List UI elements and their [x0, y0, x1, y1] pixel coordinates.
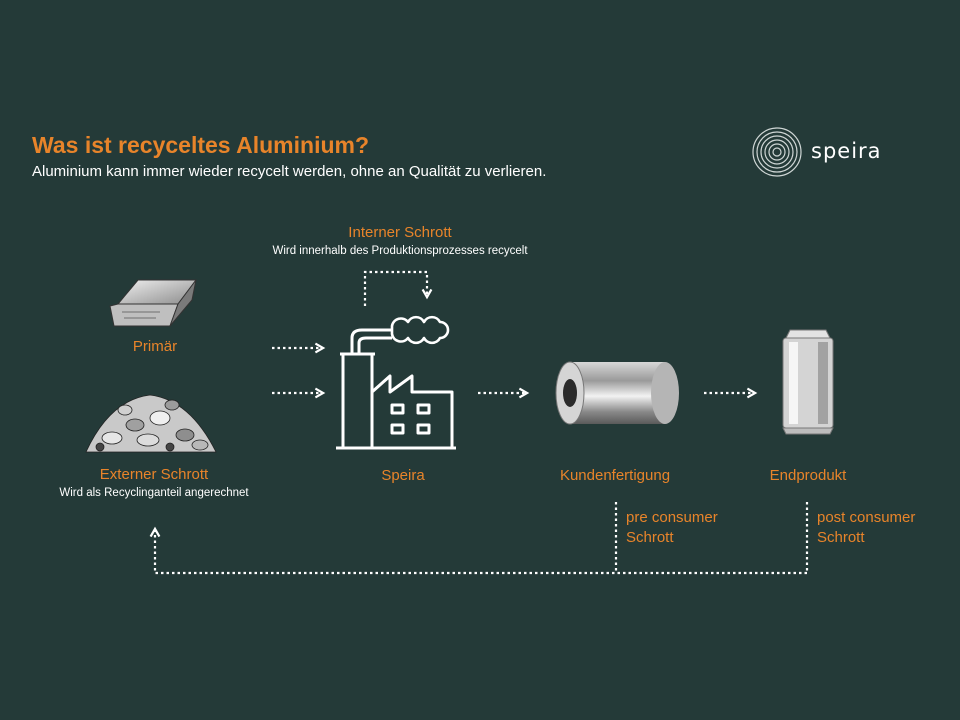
label-kundenfertigung: Kundenfertigung — [559, 467, 671, 484]
label-post-consumer-line1: post consumer — [817, 509, 916, 526]
speira-logo-text: speira — [811, 139, 882, 163]
sublabel-externer-schrott: Wird als Recyclinganteil angerechnet — [59, 487, 249, 499]
label-pre-consumer-line2: Schrott — [626, 529, 674, 546]
label-endprodukt: Endprodukt — [769, 467, 847, 484]
speira-logo-icon — [752, 127, 802, 177]
label-interner-schrott: Interner Schrott — [348, 224, 452, 241]
factory-icon — [336, 315, 456, 450]
label-primar: Primär — [132, 338, 178, 355]
page-title: Was ist recyceltes Aluminium? — [32, 132, 370, 158]
label-post-consumer-line2: Schrott — [817, 529, 865, 546]
page-subtitle: Aluminium kann immer wieder recycelt wer… — [32, 163, 547, 180]
arrow-internal-loop — [363, 270, 433, 306]
scrap-pile-icon — [85, 394, 217, 453]
beverage-can-icon — [782, 329, 834, 435]
aluminium-coil-icon — [555, 361, 679, 425]
label-pre-consumer-line1: pre consumer — [626, 509, 718, 526]
flow-arrows — [149, 270, 809, 575]
arrow-return-loop — [149, 526, 807, 575]
aluminium-ingot-icon — [109, 279, 197, 327]
label-speira: Speira — [381, 467, 425, 484]
sublabel-interner-schrott: Wird innerhalb des Produktionsprozesses … — [272, 245, 528, 257]
label-externer-schrott: Externer Schrott — [99, 466, 209, 483]
